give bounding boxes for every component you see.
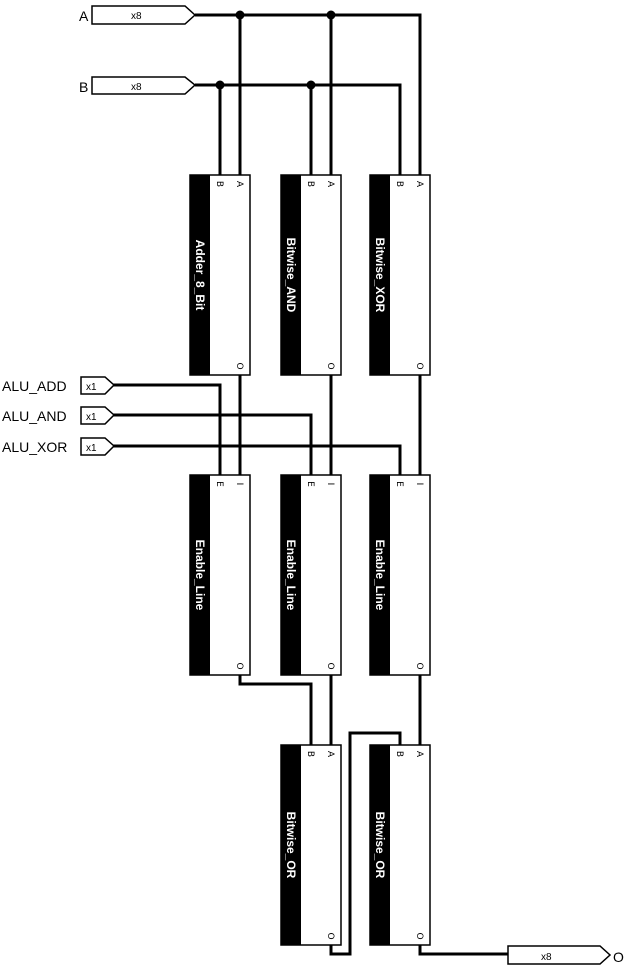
- block-bitwise-and[interactable]: Bitwise_AND B A O: [280, 174, 342, 376]
- wires: [113, 13, 508, 956]
- block-label-bar: [190, 475, 210, 675]
- port-alu-and[interactable]: ALU_AND x1: [2, 406, 116, 425]
- block-label: Bitwise_OR: [284, 812, 298, 879]
- block-label-bar: [370, 175, 390, 375]
- block-label: Adder_8_Bit: [193, 240, 207, 311]
- pin-label: O: [414, 662, 424, 669]
- wire-alu-add: [113, 383, 222, 478]
- pin-label: B: [394, 181, 404, 187]
- junction-dot: [306, 80, 316, 90]
- block-enable-line-and[interactable]: Enable_Line E I O: [280, 474, 342, 676]
- block-label: Enable_Line: [284, 540, 298, 611]
- port-b[interactable]: B x8: [79, 76, 197, 95]
- block-enable-line-xor[interactable]: Enable_Line E I O: [369, 474, 431, 676]
- pin-label: B: [394, 751, 404, 757]
- block-bitwise-xor[interactable]: Bitwise_XOR B A O: [369, 174, 431, 376]
- wire-or2-to-output: [418, 938, 508, 956]
- pin-label: I: [234, 483, 244, 486]
- junction-dot: [215, 80, 225, 90]
- port-alu-and-width: x1: [86, 412, 97, 423]
- pin-label: O: [414, 362, 424, 369]
- pin-label: A: [325, 751, 335, 758]
- pin-label: A: [414, 181, 424, 188]
- wire-a-bus: [195, 13, 422, 178]
- wire-b-bus: [195, 83, 402, 178]
- pin-label: O: [325, 932, 335, 939]
- port-a-width: x8: [131, 11, 142, 22]
- pin-label: O: [234, 362, 244, 369]
- junction-dot: [235, 10, 245, 20]
- block-label-bar: [370, 745, 390, 945]
- port-alu-xor[interactable]: ALU_XOR x1: [2, 437, 116, 456]
- block-label-bar: [281, 475, 301, 675]
- port-alu-add-name: ALU_ADD: [2, 378, 67, 394]
- block-label-bar: [281, 745, 301, 945]
- block-label: Bitwise_OR: [373, 812, 387, 879]
- block-label: Bitwise_XOR: [373, 238, 387, 313]
- block-label-bar: [281, 175, 301, 375]
- pin-label: I: [414, 483, 424, 486]
- pin-label: B: [305, 181, 315, 187]
- port-b-shape[interactable]: [91, 76, 197, 95]
- port-a-name: A: [79, 8, 89, 24]
- port-o-width: x8: [541, 952, 552, 963]
- pin-label: E: [394, 481, 404, 487]
- block-enable-line-add[interactable]: Enable_Line E I O: [189, 474, 251, 676]
- port-o[interactable]: x8 O: [507, 945, 624, 965]
- wire-alu-and: [113, 413, 313, 478]
- pin-label: O: [325, 662, 335, 669]
- port-o-name: O: [613, 949, 624, 965]
- port-a[interactable]: A x8: [79, 5, 197, 25]
- port-b-width: x8: [131, 82, 142, 93]
- pin-label: O: [414, 932, 424, 939]
- port-alu-add[interactable]: ALU_ADD x1: [2, 376, 116, 395]
- pin-label: E: [214, 481, 224, 487]
- port-a-shape[interactable]: [91, 5, 197, 25]
- port-alu-add-shape[interactable]: [80, 376, 116, 395]
- port-alu-xor-width: x1: [86, 443, 97, 454]
- pin-label: O: [234, 662, 244, 669]
- block-label: Enable_Line: [373, 540, 387, 611]
- block-label-bar: [370, 475, 390, 675]
- port-alu-and-shape[interactable]: [80, 406, 116, 425]
- pin-label: O: [325, 362, 335, 369]
- port-alu-xor-name: ALU_XOR: [2, 439, 67, 455]
- pin-label: B: [305, 751, 315, 757]
- wire-alu-xor: [113, 444, 402, 478]
- block-label: Bitwise_AND: [284, 238, 298, 313]
- junctions: [215, 10, 336, 90]
- port-b-name: B: [79, 79, 88, 95]
- port-alu-and-name: ALU_AND: [2, 408, 67, 424]
- port-alu-add-width: x1: [86, 382, 97, 393]
- block-label: Enable_Line: [193, 540, 207, 611]
- wire-or1-to-or2: [329, 731, 402, 956]
- junction-dot: [326, 10, 336, 20]
- port-alu-xor-shape[interactable]: [80, 437, 116, 456]
- block-bitwise-or-1[interactable]: Bitwise_OR B A O: [280, 744, 342, 946]
- pin-label: E: [305, 481, 315, 487]
- port-o-shape[interactable]: [507, 945, 612, 965]
- pin-label: B: [214, 181, 224, 187]
- block-bitwise-or-2[interactable]: Bitwise_OR B A O: [369, 744, 431, 946]
- wire-enable1-to-or1: [238, 668, 313, 748]
- pin-label: A: [325, 181, 335, 188]
- pin-label: A: [234, 181, 244, 188]
- pin-label: I: [325, 483, 335, 486]
- block-label-bar: [190, 175, 210, 375]
- block-adder-8-bit[interactable]: Adder_8_Bit B A O: [189, 174, 251, 376]
- pin-label: A: [414, 751, 424, 758]
